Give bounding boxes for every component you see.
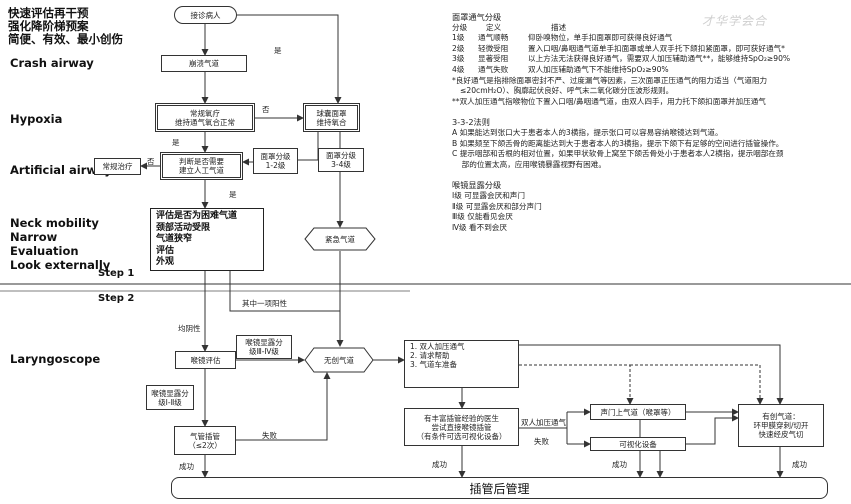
label-crash-airway: Crash airway	[10, 56, 94, 70]
mask-note: ≤20cmH₂O）、胸廓起伏良好、呼气末二氧化碳分压波形规则。	[460, 86, 674, 96]
header-line1: 快速评估再干预	[8, 6, 89, 20]
laryngo-grade-item: Ⅲ级 仅能看见会厌	[452, 212, 513, 222]
mask-grade-row: 3级显著受阻以上方法无法获得良好通气，需要双人加压辅助通气**，能够维持SpO₂…	[452, 54, 791, 64]
edge-success-1: 成功	[179, 462, 194, 471]
edge-yes-1: 是	[274, 46, 282, 55]
edge-fail-2: 失败	[534, 437, 549, 446]
node-supraglottic: 声门上气道（喉罩等）	[590, 404, 686, 420]
laryngo-grade-item: Ⅰ级 可显露会厌和声门	[452, 190, 525, 200]
action-item-2: 2. 请求帮助	[410, 351, 450, 360]
node-laryngo-grade-12: 喉镜显露分 级Ⅰ-Ⅱ级	[146, 385, 194, 410]
mask-grading-header: 分级定义描述	[452, 22, 567, 32]
edge-success-4: 成功	[792, 460, 807, 469]
rule-item: C 提示咽部和舌根的相对位置，如果甲状软骨上窝至下颌舌骨处小于患者本人2横指，提…	[452, 149, 784, 159]
rule-item: 部的位置太高，应用喉镜暴露视野有困难。	[452, 159, 606, 169]
edge-two-person: 双人加压通气	[521, 418, 566, 427]
mask-note: **双人加压通气指喉物位下置入口咽/鼻咽通气道，由双人四手，用力托下颌扣面罩并加…	[452, 96, 766, 106]
label-hypoxia: Hypoxia	[10, 112, 63, 126]
header-line2: 强化降阶梯预案	[8, 19, 89, 33]
mask-grade-row: 4级通气失败双人加压辅助通气下不能维持SpO₂≥90%	[452, 64, 669, 74]
node-experienced-intubation: 有丰富插管经验的医生 尝试直接喉镜插管 （有条件可选可视化设备）	[404, 408, 519, 446]
node-intubation: 气管插管 （≤2次）	[174, 426, 236, 455]
node-conventional-oxygen: 常规氧疗 维持通气氧合正常	[155, 103, 255, 132]
action-item-1: 1. 双人加压通气	[410, 342, 465, 351]
laryngo-grading-title: 喉镜显露分级	[452, 180, 502, 191]
neck-line-4: 评估	[156, 245, 175, 256]
step1-label: Step 1	[98, 268, 135, 279]
node-emergency-airway: 紧急气道	[325, 234, 355, 244]
edge-fail-1: 失败	[262, 431, 277, 440]
edge-yes-3: 是	[229, 190, 237, 199]
label-narrow: Narrow	[10, 230, 58, 244]
label-evaluation: Evaluation	[10, 244, 79, 258]
laryngo-grade-item: Ⅱ级 可显露会厌和部分声门	[452, 201, 542, 211]
neck-line-5: 外观	[156, 257, 175, 267]
edge-one-positive: 其中一项阳性	[242, 299, 287, 308]
neck-line-2: 颈部活动受限	[156, 222, 211, 233]
node-crash-airway: 崩溃气道	[161, 55, 247, 72]
edge-success-2: 成功	[432, 460, 447, 469]
edge-no-1: 否	[262, 105, 270, 114]
node-bag-mask: 球囊面罩 维持氧合	[303, 103, 360, 132]
node-routine: 常规治疗	[94, 158, 141, 175]
node-judge-airway: 判断是否需要 建立人工气道	[160, 152, 243, 180]
label-artificial-airway: Artificial airway	[10, 163, 112, 177]
mask-grade-row: 1级通气顺畅仰卧嗅物位，单手扣面罩即可获得良好通气	[452, 33, 673, 43]
node-start: 接诊病人	[174, 6, 237, 24]
emergency-hexagon	[304, 227, 376, 251]
neck-line-1: 评估是否为困难气道	[156, 211, 238, 221]
header-line3: 简便、有效、最小创伤	[8, 32, 123, 46]
node-neck-evaluation: 评估是否为困难气道 颈部活动受限 气道狭窄 评估 外观	[150, 208, 264, 271]
label-laryngoscope: Laryngoscope	[10, 352, 101, 366]
watermark: 才华学会合	[702, 14, 768, 28]
node-visual-device: 可视化设备	[590, 437, 686, 451]
edge-success-3: 成功	[612, 460, 627, 469]
node-action-list: 1. 双人加压通气 2. 请求帮助 3. 气道车准备	[404, 340, 519, 388]
node-laryngo-grade-34: 喉镜显露分 级Ⅲ-Ⅳ级	[236, 335, 292, 359]
node-laryngoscope-eval: 喉镜评估	[175, 351, 236, 369]
node-post-intubation: 插管后管理	[171, 477, 828, 499]
node-invasive-airway: 有创气道： 环甲膜穿刺/切开 快速经皮气切	[738, 404, 824, 447]
node-mask-grade-34: 面罩分级 3-4级	[318, 148, 364, 172]
edge-yes-2: 是	[172, 138, 180, 147]
neck-line-3: 气道狭窄	[156, 234, 193, 244]
mask-grade-row: 2级轻微受阻置入口咽/鼻咽通气道单手扣面罩或单人双手托下颌扣紧面罩，即可获好通气…	[452, 43, 785, 53]
step2-label: Step 2	[98, 293, 135, 304]
mask-note: *良好通气是指排除面罩密封不严、过度漏气等因素，三次面罩正压通气的阻力适当（气道…	[452, 75, 768, 85]
action-item-3: 3. 气道车准备	[410, 360, 458, 369]
rule-item: B 如果颏至下颌舌骨的距离能达到大于患者本人的3横指，提示下颌下有足够的空间进行…	[452, 138, 784, 148]
edge-all-negative: 均阴性	[178, 324, 201, 333]
label-look-externally: Look externally	[10, 258, 111, 272]
laryngo-grade-item: Ⅳ级 看不到会厌	[452, 222, 507, 232]
edge-no-2: 否	[147, 157, 155, 166]
mask-grading-title: 面罩通气分级	[452, 12, 502, 22]
noninvasive-hexagon	[304, 347, 374, 373]
rule-332-title: 3-3-2法则	[452, 117, 490, 128]
node-noninvasive-airway: 无创气道	[324, 355, 354, 365]
rule-item: A 如果能达到张口大于患者本人的3横指，提示张口可以容易容纳喉镜达到气道。	[452, 127, 723, 137]
mask-grading-panel: 面罩通气分级 分级定义描述 1级通气顺畅仰卧嗅物位，单手扣面罩即可获得良好通气 …	[452, 12, 848, 233]
node-mask-grade-12: 面罩分级 1-2级	[253, 148, 298, 174]
label-neck-mobility: Neck mobility	[10, 216, 99, 230]
